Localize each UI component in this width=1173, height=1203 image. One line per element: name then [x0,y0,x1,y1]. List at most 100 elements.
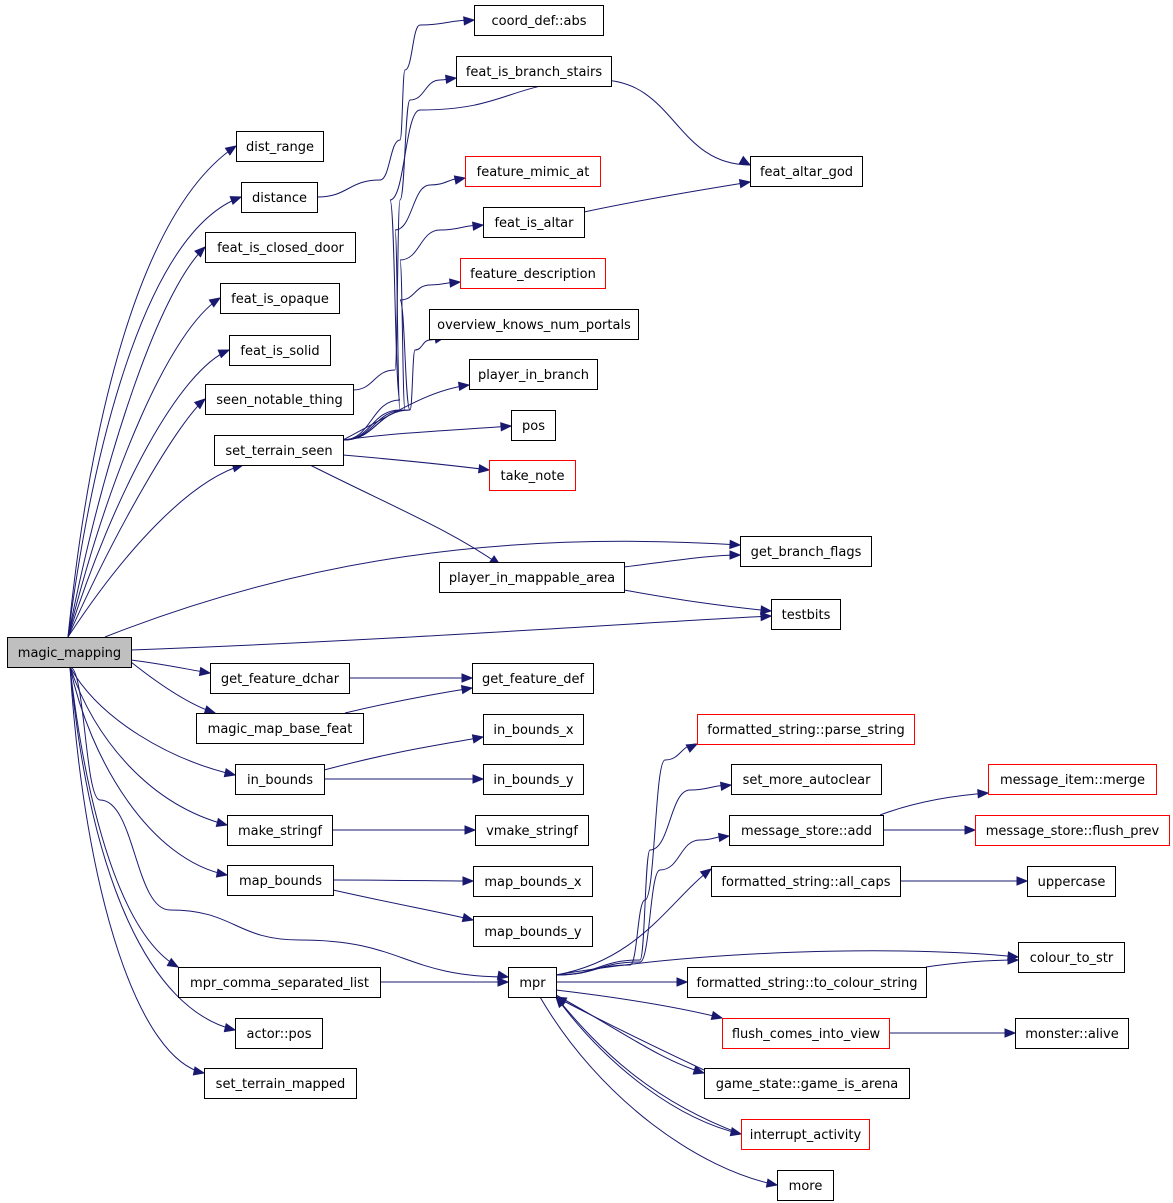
node-box [220,283,340,314]
arrowhead [477,463,491,474]
arrowhead [217,349,231,359]
node-map-bounds-x[interactable]: map_bounds_x [473,866,593,897]
node-feat-altar-god[interactable]: feat_altar_god [750,156,863,187]
node-label: map_bounds_x [484,875,582,890]
edge-line [67,349,230,638]
node-box [235,764,325,795]
node-box [489,460,576,491]
node-pos[interactable]: pos [511,410,556,441]
node-get-branch-flags[interactable]: get_branch_flags [740,536,872,567]
node-monster-alive[interactable]: monster::alive [1015,1018,1129,1049]
node-game-state-game-is-arena[interactable]: game_state::game_is_arena [704,1068,910,1099]
node-seen-notable-thing[interactable]: seen_notable_thing [205,384,354,415]
arrowhead [554,996,568,1007]
node-label: colour_to_str [1030,951,1114,966]
arrowhead [699,868,713,880]
node-player-in-mappable-area[interactable]: player_in_mappable_area [439,562,625,593]
arrowhead [760,605,773,615]
node-feat-is-opaque[interactable]: feat_is_opaque [220,283,340,314]
node-overview-knows-num-portals[interactable]: overview_knows_num_portals [429,309,639,340]
node-box [475,815,589,846]
node-label: feat_is_solid [240,344,319,359]
node-box [456,56,612,87]
node-box [227,865,334,896]
node-get-feature-def[interactable]: get_feature_def [472,663,594,694]
arrowhead [710,1010,724,1021]
edge-mpr-to-formatted-string-to-colour-string [555,977,689,987]
node-uppercase[interactable]: uppercase [1027,866,1116,897]
node-interrupt-activity[interactable]: interrupt_activity [741,1119,870,1150]
edge-line [67,297,221,638]
node-formatted-string-parse-string[interactable]: formatted_string::parse_string [697,714,915,745]
node-magic-mapping[interactable]: magic_mapping [7,637,132,668]
edge-formatted-string-to-colour-string-to-colour-to-str [925,955,1020,968]
node-label: uppercase [1038,875,1106,890]
node-formatted-string-to-colour-string[interactable]: formatted_string::to_colour_string [687,967,927,998]
node-mpr-comma-separated-list[interactable]: mpr_comma_separated_list [178,967,381,998]
node-box [687,967,927,998]
node-label: set_terrain_mapped [216,1077,346,1092]
edge-message-store-add-to-message-item-merge [879,789,990,816]
node-feature-description[interactable]: feature_description [460,258,606,289]
arrowhead [676,977,689,987]
node-box [483,714,584,745]
node-map-bounds-y[interactable]: map_bounds_y [473,916,593,947]
node-map-bounds[interactable]: map_bounds [227,865,334,896]
node-mpr[interactable]: mpr [508,967,557,998]
node-message-store-flush-prev[interactable]: message_store::flush_prev [975,815,1170,846]
node-feat-is-branch-stairs[interactable]: feat_is_branch_stairs [456,56,612,87]
node-set-terrain-mapped[interactable]: set_terrain_mapped [204,1068,357,1099]
node-feat-is-altar[interactable]: feat_is_altar [483,207,585,238]
node-coord-def-abs[interactable]: coord_def::abs [474,5,604,36]
node-colour-to-str[interactable]: colour_to_str [1018,942,1125,973]
edge-player-in-mappable-area-to-get-branch-flags [623,550,742,568]
node-label: feat_is_altar [494,216,574,231]
node-get-feature-dchar[interactable]: get_feature_dchar [210,663,350,694]
arrowhead [192,1066,206,1076]
node-box [229,335,331,366]
edge-line [316,19,475,198]
node-magic-map-base-feat[interactable]: magic_map_base_feat [196,713,364,744]
node-message-store-add[interactable]: message_store::add [729,815,884,846]
arrowhead [223,1022,237,1033]
node-distance[interactable]: distance [241,182,318,213]
arrowhead [472,221,485,231]
node-message-item-merge[interactable]: message_item::merge [988,764,1157,795]
node-feat-is-solid[interactable]: feat_is_solid [229,335,331,366]
edge-magic-mapping-to-actor-pos [69,666,237,1033]
node-in-bounds-y[interactable]: in_bounds_y [483,764,584,795]
node-label: more [789,1179,823,1194]
edge-set-terrain-seen-to-feat-altar-god [342,79,752,441]
edge-line [555,996,742,1135]
node-label: message_store::flush_prev [986,824,1160,839]
node-in-bounds[interactable]: in_bounds [235,764,325,795]
node-box [1015,1018,1129,1049]
edge-distance-to-coord-def-abs [316,16,476,198]
node-set-more-autoclear[interactable]: set_more_autoclear [731,764,882,795]
node-vmake-stringf[interactable]: vmake_stringf [475,815,589,846]
node-label: set_terrain_seen [225,444,332,459]
node-testbits[interactable]: testbits [771,599,841,630]
node-box [465,156,601,187]
edge-line [555,950,1019,976]
edge-line [555,996,742,1135]
node-in-bounds-x[interactable]: in_bounds_x [483,714,584,745]
edge-line [555,868,712,976]
node-box [227,815,333,846]
node-box [241,182,318,213]
node-box [214,435,344,466]
node-take-note[interactable]: take_note [489,460,576,491]
node-box [704,1068,910,1099]
node-actor-pos[interactable]: actor::pos [235,1018,323,1049]
edge-mpr-to-game-state-game-is-arena [555,994,706,1075]
node-feat-is-closed-door[interactable]: feat_is_closed_door [205,232,356,263]
node-make-stringf[interactable]: make_stringf [227,815,333,846]
node-dist-range[interactable]: dist_range [236,131,324,162]
node-feature-mimic-at[interactable]: feature_mimic_at [465,156,601,187]
node-flush-comes-into-view[interactable]: flush_comes_into_view [722,1018,890,1049]
node-player-in-branch[interactable]: player_in_branch [469,359,598,390]
node-label: seen_notable_thing [216,393,343,408]
node-set-terrain-seen[interactable]: set_terrain_seen [214,435,344,466]
node-more[interactable]: more [777,1170,834,1201]
node-formatted-string-all-caps[interactable]: formatted_string::all_caps [711,866,901,897]
